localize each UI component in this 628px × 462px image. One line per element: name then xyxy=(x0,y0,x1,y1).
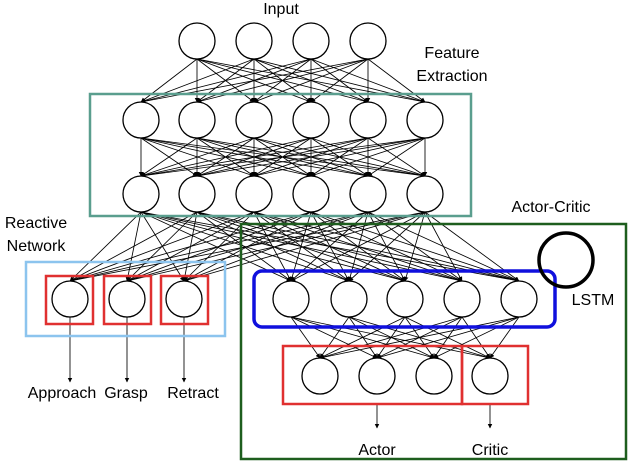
connection-edge xyxy=(196,137,426,178)
connection-edge xyxy=(140,137,255,177)
feature-extraction-label-line1: Feature xyxy=(424,45,479,62)
output-neuron xyxy=(301,357,339,395)
critic-output-box xyxy=(460,344,530,406)
connection-edge xyxy=(69,211,142,282)
output-neuron xyxy=(358,357,396,395)
connection-edge xyxy=(140,58,198,103)
connection-edge xyxy=(290,316,321,359)
actor-critic-label: Actor-Critic xyxy=(511,199,590,216)
connection-edge xyxy=(319,316,406,359)
connection-edge xyxy=(140,137,426,178)
lstm-label: LSTM xyxy=(572,292,615,309)
input-neuron xyxy=(235,22,273,60)
connection-edge xyxy=(140,58,255,103)
input-label: Input xyxy=(263,1,299,18)
feature-neuron-1 xyxy=(235,101,273,139)
reactive-neuron xyxy=(165,280,203,318)
output-neuron xyxy=(471,357,509,395)
lstm-neuron xyxy=(500,280,538,318)
approach-output-box xyxy=(44,274,95,326)
feature-neuron-2 xyxy=(292,175,330,213)
grasp-label: Grasp xyxy=(104,385,148,402)
lstm-neuron xyxy=(272,280,310,318)
feature-neuron-2 xyxy=(235,175,273,213)
connection-edge xyxy=(489,316,520,359)
input-neuron xyxy=(178,22,216,60)
reactive-neuron xyxy=(108,280,146,318)
retract-label: Retract xyxy=(167,385,219,402)
reactive-network-label-line2: Network xyxy=(7,238,67,255)
feature-neuron-2 xyxy=(406,175,444,213)
feature-neuron-1 xyxy=(292,101,330,139)
lstm-layer-box xyxy=(252,269,557,329)
lstm-neuron xyxy=(386,280,424,318)
feature-neuron-2 xyxy=(122,175,160,213)
feature-neuron-2 xyxy=(178,175,216,213)
feature-extraction-label-line2: Extraction xyxy=(416,68,487,85)
feature-neuron-2 xyxy=(349,175,387,213)
lstm-recurrent-loop xyxy=(537,231,595,289)
approach-label: Approach xyxy=(28,385,97,402)
input-neuron xyxy=(292,22,330,60)
output-neuron xyxy=(415,357,453,395)
neurons xyxy=(51,22,538,395)
connection-edge xyxy=(319,316,463,360)
connection-edge xyxy=(140,137,198,177)
lstm-neuron xyxy=(443,280,481,318)
feature-neuron-1 xyxy=(178,101,216,139)
connection-edge xyxy=(319,316,520,360)
connection-edge xyxy=(140,58,312,104)
connection-edge xyxy=(319,316,350,359)
reactive-network-box xyxy=(24,260,227,338)
critic-label: Critic xyxy=(472,442,508,459)
reactive-network-label-line1: Reactive xyxy=(5,215,67,232)
actor-label: Actor xyxy=(358,442,396,459)
feature-extraction-box xyxy=(88,92,473,218)
input-neuron xyxy=(349,22,387,60)
grasp-output-box xyxy=(102,274,153,326)
connection-edge xyxy=(367,137,426,177)
actor-critic-box xyxy=(239,222,628,461)
feature-neuron-1 xyxy=(406,101,444,139)
feature-neuron-1 xyxy=(349,101,387,139)
feature-neuron-1 xyxy=(122,101,160,139)
connection-edge xyxy=(253,137,426,178)
connection-edge xyxy=(140,137,312,178)
reactive-neuron xyxy=(51,280,89,318)
retract-output-box xyxy=(159,274,210,326)
connection-edge xyxy=(140,58,369,104)
connection-edge xyxy=(310,137,426,177)
connection-edge xyxy=(140,137,369,178)
connection-edge xyxy=(433,316,520,359)
connection-edge xyxy=(376,316,520,360)
lstm-neuron xyxy=(330,280,368,318)
